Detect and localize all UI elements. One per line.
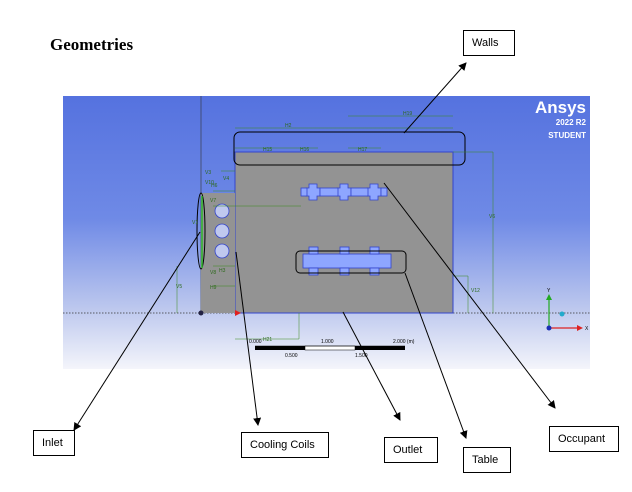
dim-label: V7 bbox=[210, 198, 216, 204]
geometry-sketch: H2 V3 H15 H16 H17 V10 V4 H6 H19 V1 V6 V7… bbox=[63, 96, 590, 359]
inlet-label: Inlet bbox=[33, 430, 75, 456]
coils-leader bbox=[235, 251, 262, 426]
occupant-leader bbox=[383, 182, 556, 409]
dim-label: H19 bbox=[403, 111, 412, 117]
scale-label: 0.000 bbox=[249, 339, 262, 345]
occupant-link-1 bbox=[319, 187, 339, 197]
inlet-ellipse bbox=[196, 192, 206, 270]
cooling-coils-group bbox=[214, 203, 230, 259]
ansys-logo: Ansys 2022 R2 STUDENT bbox=[535, 98, 586, 140]
occupant-arm-l bbox=[300, 187, 308, 197]
dim-label: H16 bbox=[300, 147, 309, 153]
dim-label: V8 bbox=[210, 270, 216, 276]
table-label: Table bbox=[463, 447, 511, 473]
occupant-arm-r bbox=[380, 187, 388, 197]
table-leader bbox=[404, 272, 468, 439]
table-chair-6 bbox=[369, 267, 380, 276]
scale-bar bbox=[255, 345, 405, 351]
page-title: Geometries bbox=[50, 35, 134, 54]
dim-label: H3 bbox=[219, 268, 226, 274]
brand-name: Ansys bbox=[534, 98, 586, 117]
outlet-label: Outlet bbox=[384, 437, 438, 463]
geometry-viewport[interactable]: Ansys 2022 R2 STUDENT bbox=[63, 96, 590, 369]
occupant-link-2 bbox=[350, 187, 369, 197]
dim-label: V6 bbox=[489, 214, 495, 220]
outlet-marker bbox=[235, 310, 241, 316]
axis-y-label: Y bbox=[547, 288, 551, 294]
dim-label: V12 bbox=[471, 288, 480, 294]
walls-highlight bbox=[233, 131, 466, 166]
dim-label: V1 bbox=[192, 220, 198, 226]
scale-label: 0.500 bbox=[285, 353, 298, 359]
dim-label: H2 bbox=[285, 123, 292, 129]
dim-label: H21 bbox=[263, 337, 272, 343]
scale-label: 1.500 bbox=[355, 353, 368, 359]
scale-label: 1.000 bbox=[321, 339, 334, 345]
cooling-coil-3 bbox=[214, 243, 230, 259]
dim-label: V4 bbox=[223, 176, 229, 182]
cooling-coil-2 bbox=[214, 223, 230, 239]
origin-point bbox=[198, 310, 204, 316]
scale-labels: 0.000 1.000 2.000 (m) 0.500 1.500 bbox=[249, 339, 415, 359]
dimension-lines bbox=[176, 115, 494, 340]
dim-label: H9 bbox=[210, 285, 217, 291]
dim-label: H15 bbox=[263, 147, 272, 153]
axis-x-label: X bbox=[585, 326, 589, 332]
inlet-leader bbox=[73, 231, 201, 431]
table-chair-4 bbox=[308, 267, 319, 276]
outlet-leader bbox=[342, 311, 401, 421]
brand-version: 2022 R2 bbox=[555, 118, 586, 127]
cooling-coil-1 bbox=[214, 203, 230, 219]
dim-label: H17 bbox=[358, 147, 367, 153]
walls-leader bbox=[403, 62, 467, 134]
scale-label: 2.000 (m) bbox=[393, 339, 415, 345]
brand-edition: STUDENT bbox=[548, 131, 586, 140]
occupant-group bbox=[300, 183, 388, 201]
dimension-labels: H2 V3 H15 H16 H17 V10 V4 H6 H19 V1 V6 V7… bbox=[176, 111, 495, 343]
occupant-label: Occupant bbox=[549, 426, 619, 452]
dim-label: V3 bbox=[205, 170, 211, 176]
dim-label: V5 bbox=[176, 284, 182, 290]
table-chair-5 bbox=[339, 267, 350, 276]
dim-label: H6 bbox=[211, 183, 218, 189]
table-highlight bbox=[295, 250, 407, 274]
axis-triad: Y X bbox=[546, 288, 589, 332]
cooling-coils-label: Cooling Coils bbox=[241, 432, 329, 458]
dim-label: V10 bbox=[205, 180, 214, 186]
walls-label: Walls bbox=[463, 30, 515, 56]
